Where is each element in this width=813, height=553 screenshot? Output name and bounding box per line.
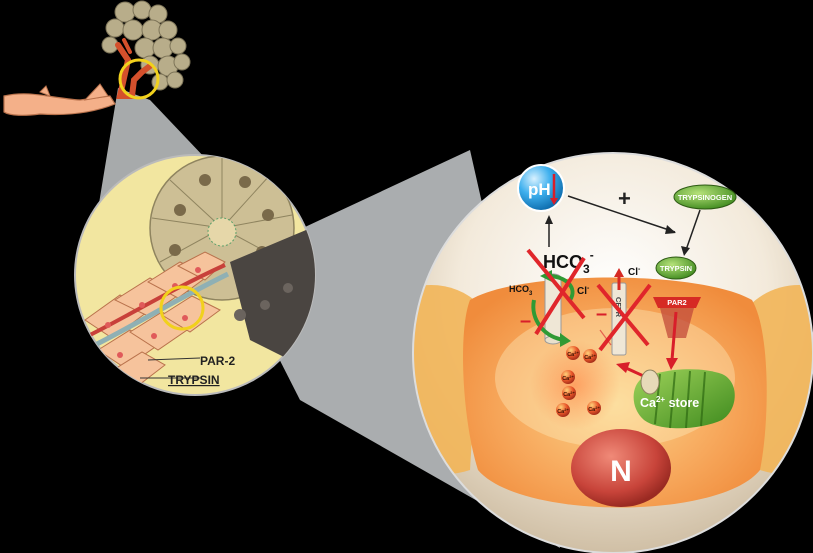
cl-small-label: Cl- (577, 285, 590, 297)
nucleus-icon (571, 429, 671, 507)
acinus-zoom-circle: PAR-2 TRYPSIN (74, 154, 316, 396)
ca-ion-icon: Ca2+ (561, 370, 575, 384)
par2-receptor-icon (653, 297, 701, 308)
svg-text:Ca2+: Ca2+ (588, 405, 600, 413)
nucleus-label: N (610, 455, 632, 488)
par2-label-left: PAR-2 (200, 354, 235, 368)
plus-sign: + (618, 186, 631, 211)
par2-leader (147, 357, 201, 361)
inhibition-cross-exchanger (526, 248, 586, 320)
par2-label: PAR2 (667, 298, 686, 307)
trypsinogen-to-trypsin-arrow (685, 209, 701, 251)
zoom-ring-middle (159, 285, 205, 331)
ca-ion-icon: Ca2+ (562, 386, 576, 400)
svg-text:Ca2+: Ca2+ (567, 350, 579, 358)
svg-text:Ca2+: Ca2+ (557, 407, 569, 415)
ph-to-trypsin-arrow (567, 195, 676, 233)
hco3-main-label: HCO3- (543, 248, 594, 276)
ph-label: pH (528, 180, 551, 199)
trypsin-pill (655, 256, 697, 280)
acinar-cell-zoom-circle: pH + TRYPSINOGEN TRYPSIN PAR2 HCO3- (412, 152, 813, 553)
trypsin-label-left: TRYPSIN (168, 373, 220, 387)
ca-ion-icon: Ca2+ (556, 403, 570, 417)
ca-ion-icon: Ca2+ (587, 401, 601, 415)
trypsin-label: TRYPSIN (660, 264, 692, 273)
hco3-small-label: HCO3 (509, 284, 533, 297)
svg-text:Ca2+: Ca2+ (562, 374, 574, 382)
minus-left: – (520, 310, 531, 332)
trypsinogen-label: TRYPSINOGEN (678, 193, 732, 202)
par2-to-store-arrow (670, 311, 678, 361)
ca-ion-icon: Ca2+ (566, 346, 580, 360)
pancreas-lobule-icon (101, 0, 191, 99)
svg-text:Ca2+: Ca2+ (584, 353, 596, 361)
ca-ions-cluster: Ca2+ Ca2+ Ca2+ Ca2+ Ca2+ Ca2+ (530, 340, 620, 430)
minus-right: – (596, 303, 607, 325)
inhibition-cross-cftr (596, 283, 650, 347)
trypsinogen-pill (673, 184, 737, 210)
ca-store-label: Ca2+ store (640, 395, 699, 410)
zoom-ring-top (118, 58, 160, 100)
ca-ion-icon: Ca2+ (583, 349, 597, 363)
svg-text:Ca2+: Ca2+ (563, 390, 575, 398)
er-store-icon (633, 369, 735, 429)
cl-top-label: Cl- (628, 266, 641, 278)
